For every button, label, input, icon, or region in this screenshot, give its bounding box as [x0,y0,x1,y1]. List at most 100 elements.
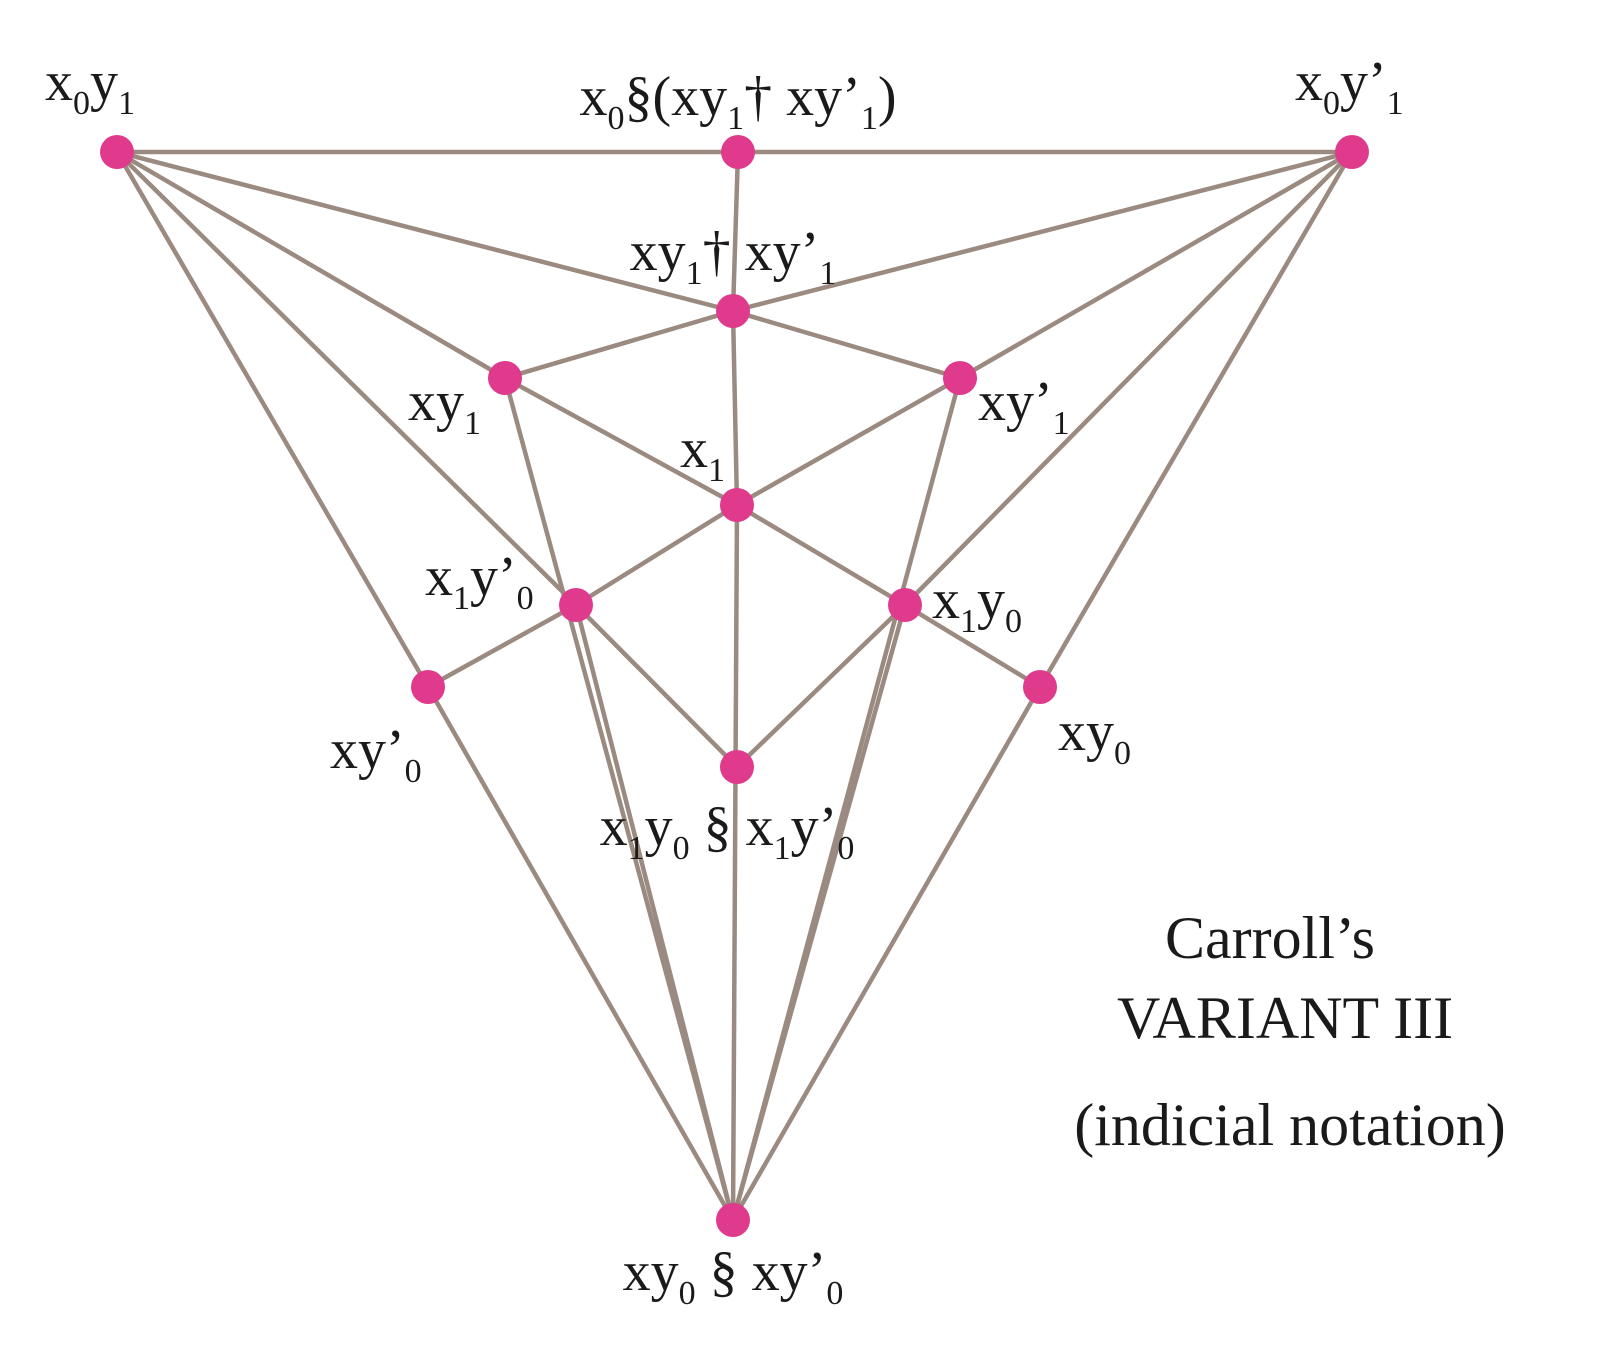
edge-x1yp0-xyp0 [425,602,579,690]
label-part: y [90,51,118,113]
label-part: 1 [774,830,791,867]
label-part: y [977,569,1005,631]
label-part: § x [690,796,774,858]
edge-xy0-xy0_xyp0 [730,684,1043,1223]
node-x0y1 [100,135,134,169]
edge-x0_xy1_xyp1-xy1_xyp1 [730,149,741,314]
label-part: 0 [673,830,690,867]
edge-x0y1-xy1 [114,149,508,381]
label-part: x [580,66,608,128]
label-part: 0 [1323,85,1340,122]
caption-line-1: Carroll’s [1165,905,1375,971]
node-x1y0 [888,588,922,622]
label-part: § xy’ [696,1241,827,1303]
node-xyp0 [411,670,445,704]
label-part: 1 [819,255,836,292]
label-x1y0: x1y0 [932,569,1022,640]
label-part: xy’ [330,719,405,781]
label-part: x [932,569,960,631]
node-x0_xy1_xyp1 [721,135,755,169]
nodes-layer [100,135,1369,1237]
edge-xy1_xyp1-xy1 [502,308,736,381]
label-part: xy [408,371,464,433]
label-part: x [425,546,453,608]
label-xy0: xy0 [1058,701,1131,772]
label-part: 1 [727,100,744,137]
label-part: 1 [464,405,481,442]
node-xy1_xyp1 [716,294,750,328]
edge-x1-x1y0 [734,502,908,608]
edge-x1y0-x1y0_x1yp0 [734,602,908,770]
node-x0yp1 [1335,135,1369,169]
label-part: 1 [628,830,645,867]
label-part: 0 [1114,735,1131,772]
edge-xy1_xyp1-x1 [730,308,740,508]
node-x1y0_x1yp0 [720,750,754,784]
label-part: x [680,418,708,480]
caption-line-3: (indicial notation) [1074,1092,1506,1158]
label-part: xy’ [978,371,1053,433]
edge-x1-xy0_xyp0 [730,502,740,1223]
label-xyp1: xy’1 [978,371,1070,442]
edges-layer [114,149,1355,1223]
edge-x0yp1-xy1_xyp1 [730,149,1355,314]
label-part: 0 [608,100,625,137]
node-xy1 [488,361,522,395]
label-part: 1 [118,85,135,122]
label-part: 0 [679,1275,696,1312]
label-xyp0: xy’0 [330,719,422,790]
label-part: 1 [861,100,878,137]
edge-x1y0-xy0_xyp0 [730,602,908,1223]
label-part: y’ [1340,51,1387,113]
label-part: x [45,51,73,113]
edge-x0yp1-x1y0 [902,149,1355,608]
label-part: 1 [708,452,725,489]
edge-x1yp0-xy0_xyp0 [573,602,736,1223]
label-x1yp0: x1y’0 [425,546,534,617]
label-part: † xy’ [703,221,820,283]
node-xy0_xyp0 [716,1203,750,1237]
label-part: ) [878,66,897,128]
edge-x1y0-xy0 [902,602,1043,690]
label-part: y’ [470,546,517,608]
label-part: 0 [826,1275,843,1312]
edge-x0yp1-xyp1 [957,149,1355,381]
edge-x1yp0-x1y0_x1yp0 [573,602,740,770]
edge-xy1_xyp1-xyp1 [730,308,963,381]
label-part: 1 [453,580,470,617]
caption-line-2: VARIANT III [1117,985,1453,1051]
label-x0_xy1_xyp1: x0§(xy1† xy’1) [580,66,897,137]
node-xy0 [1023,670,1057,704]
label-x1: x1 [680,418,725,489]
label-part: xy [630,221,686,283]
label-part: 0 [73,85,90,122]
label-part: y [645,796,673,858]
label-part: 0 [837,830,854,867]
edge-xyp1-x1 [734,375,963,508]
label-part: 1 [686,255,703,292]
edge-xyp0-xy0_xyp0 [425,684,736,1223]
label-part: 0 [405,753,422,790]
label-part: 0 [1005,603,1022,640]
edge-x1-x1yp0 [573,502,740,608]
label-xy0_xyp0: xy0 § xy’0 [623,1241,844,1312]
edge-x0y1-xyp0 [114,149,431,690]
label-part: xy [623,1241,679,1303]
edge-xy1-x1 [502,375,740,508]
label-xy1_xyp1: xy1† xy’1 [630,221,837,292]
label-part: 1 [960,603,977,640]
label-part: y’ [791,796,838,858]
node-xyp1 [943,361,977,395]
label-part: 0 [517,580,534,617]
node-x1 [720,488,754,522]
edge-x0y1-xy1_xyp1 [114,149,736,314]
label-part: 1 [1053,405,1070,442]
edge-x0yp1-xy0 [1037,149,1355,690]
edge-x0y1-x1yp0 [114,149,579,608]
label-x0y1: x0y1 [45,51,135,122]
label-part: 1 [1387,85,1404,122]
label-part: x [600,796,628,858]
label-xy1: xy1 [408,371,481,442]
